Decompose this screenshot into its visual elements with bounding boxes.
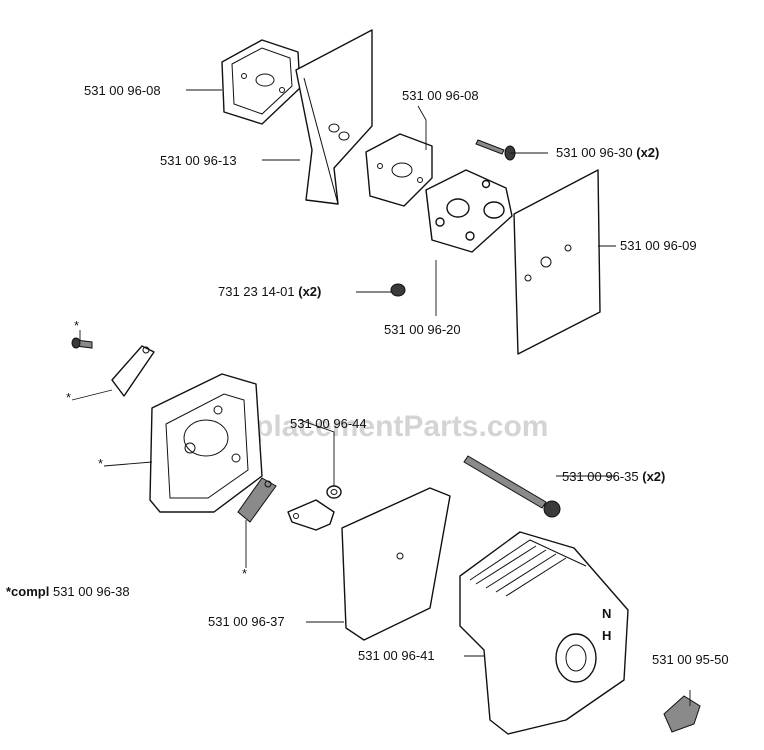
label-gasket-mid: 531 00 96-08 [402,88,479,103]
label-screw: 531 00 96-30 (x2) [556,145,659,160]
bracket-part [287,499,335,531]
cover-mark-n: N [602,606,611,621]
heat-shield-part [295,29,373,205]
washer-part [326,485,342,499]
gasket-top-part [221,39,301,125]
flange-part [425,169,513,253]
cover-mark-h: H [602,628,611,643]
label-gasket-top: 531 00 96-08 [84,83,161,98]
knob-part [663,695,701,733]
asterisk-screw: * [74,318,79,333]
asterisk-lever-bottom: * [242,566,247,581]
label-long-screw: 531 00 96-35 (x2) [562,469,665,484]
label-flange: 531 00 96-20 [384,322,461,337]
small-screw-part [71,337,93,349]
asterisk-lever: * [66,390,71,405]
plate-part [513,169,601,355]
label-filter: 531 00 96-37 [208,614,285,629]
lever-top-part [111,345,155,397]
lever-bottom-part [237,477,277,523]
compl-note: *compl 531 00 96-38 [6,584,130,599]
label-nut: 731 23 14-01 (x2) [218,284,321,299]
cover-part: N H [459,531,629,735]
filter-housing-part [149,373,263,513]
label-heat-shield: 531 00 96-13 [160,153,237,168]
nut-part [390,283,406,297]
label-cover: 531 00 96-41 [358,648,435,663]
screw-top-part [475,139,516,161]
asterisk-housing: * [98,456,103,471]
gasket-mid-part [365,133,433,207]
label-plate: 531 00 96-09 [620,238,697,253]
label-washer: 531 00 96-44 [290,416,367,431]
long-screw-part [463,455,561,518]
filter-element-part [341,487,451,641]
leader-lines [71,89,691,706]
label-knob: 531 00 95-50 [652,652,729,667]
